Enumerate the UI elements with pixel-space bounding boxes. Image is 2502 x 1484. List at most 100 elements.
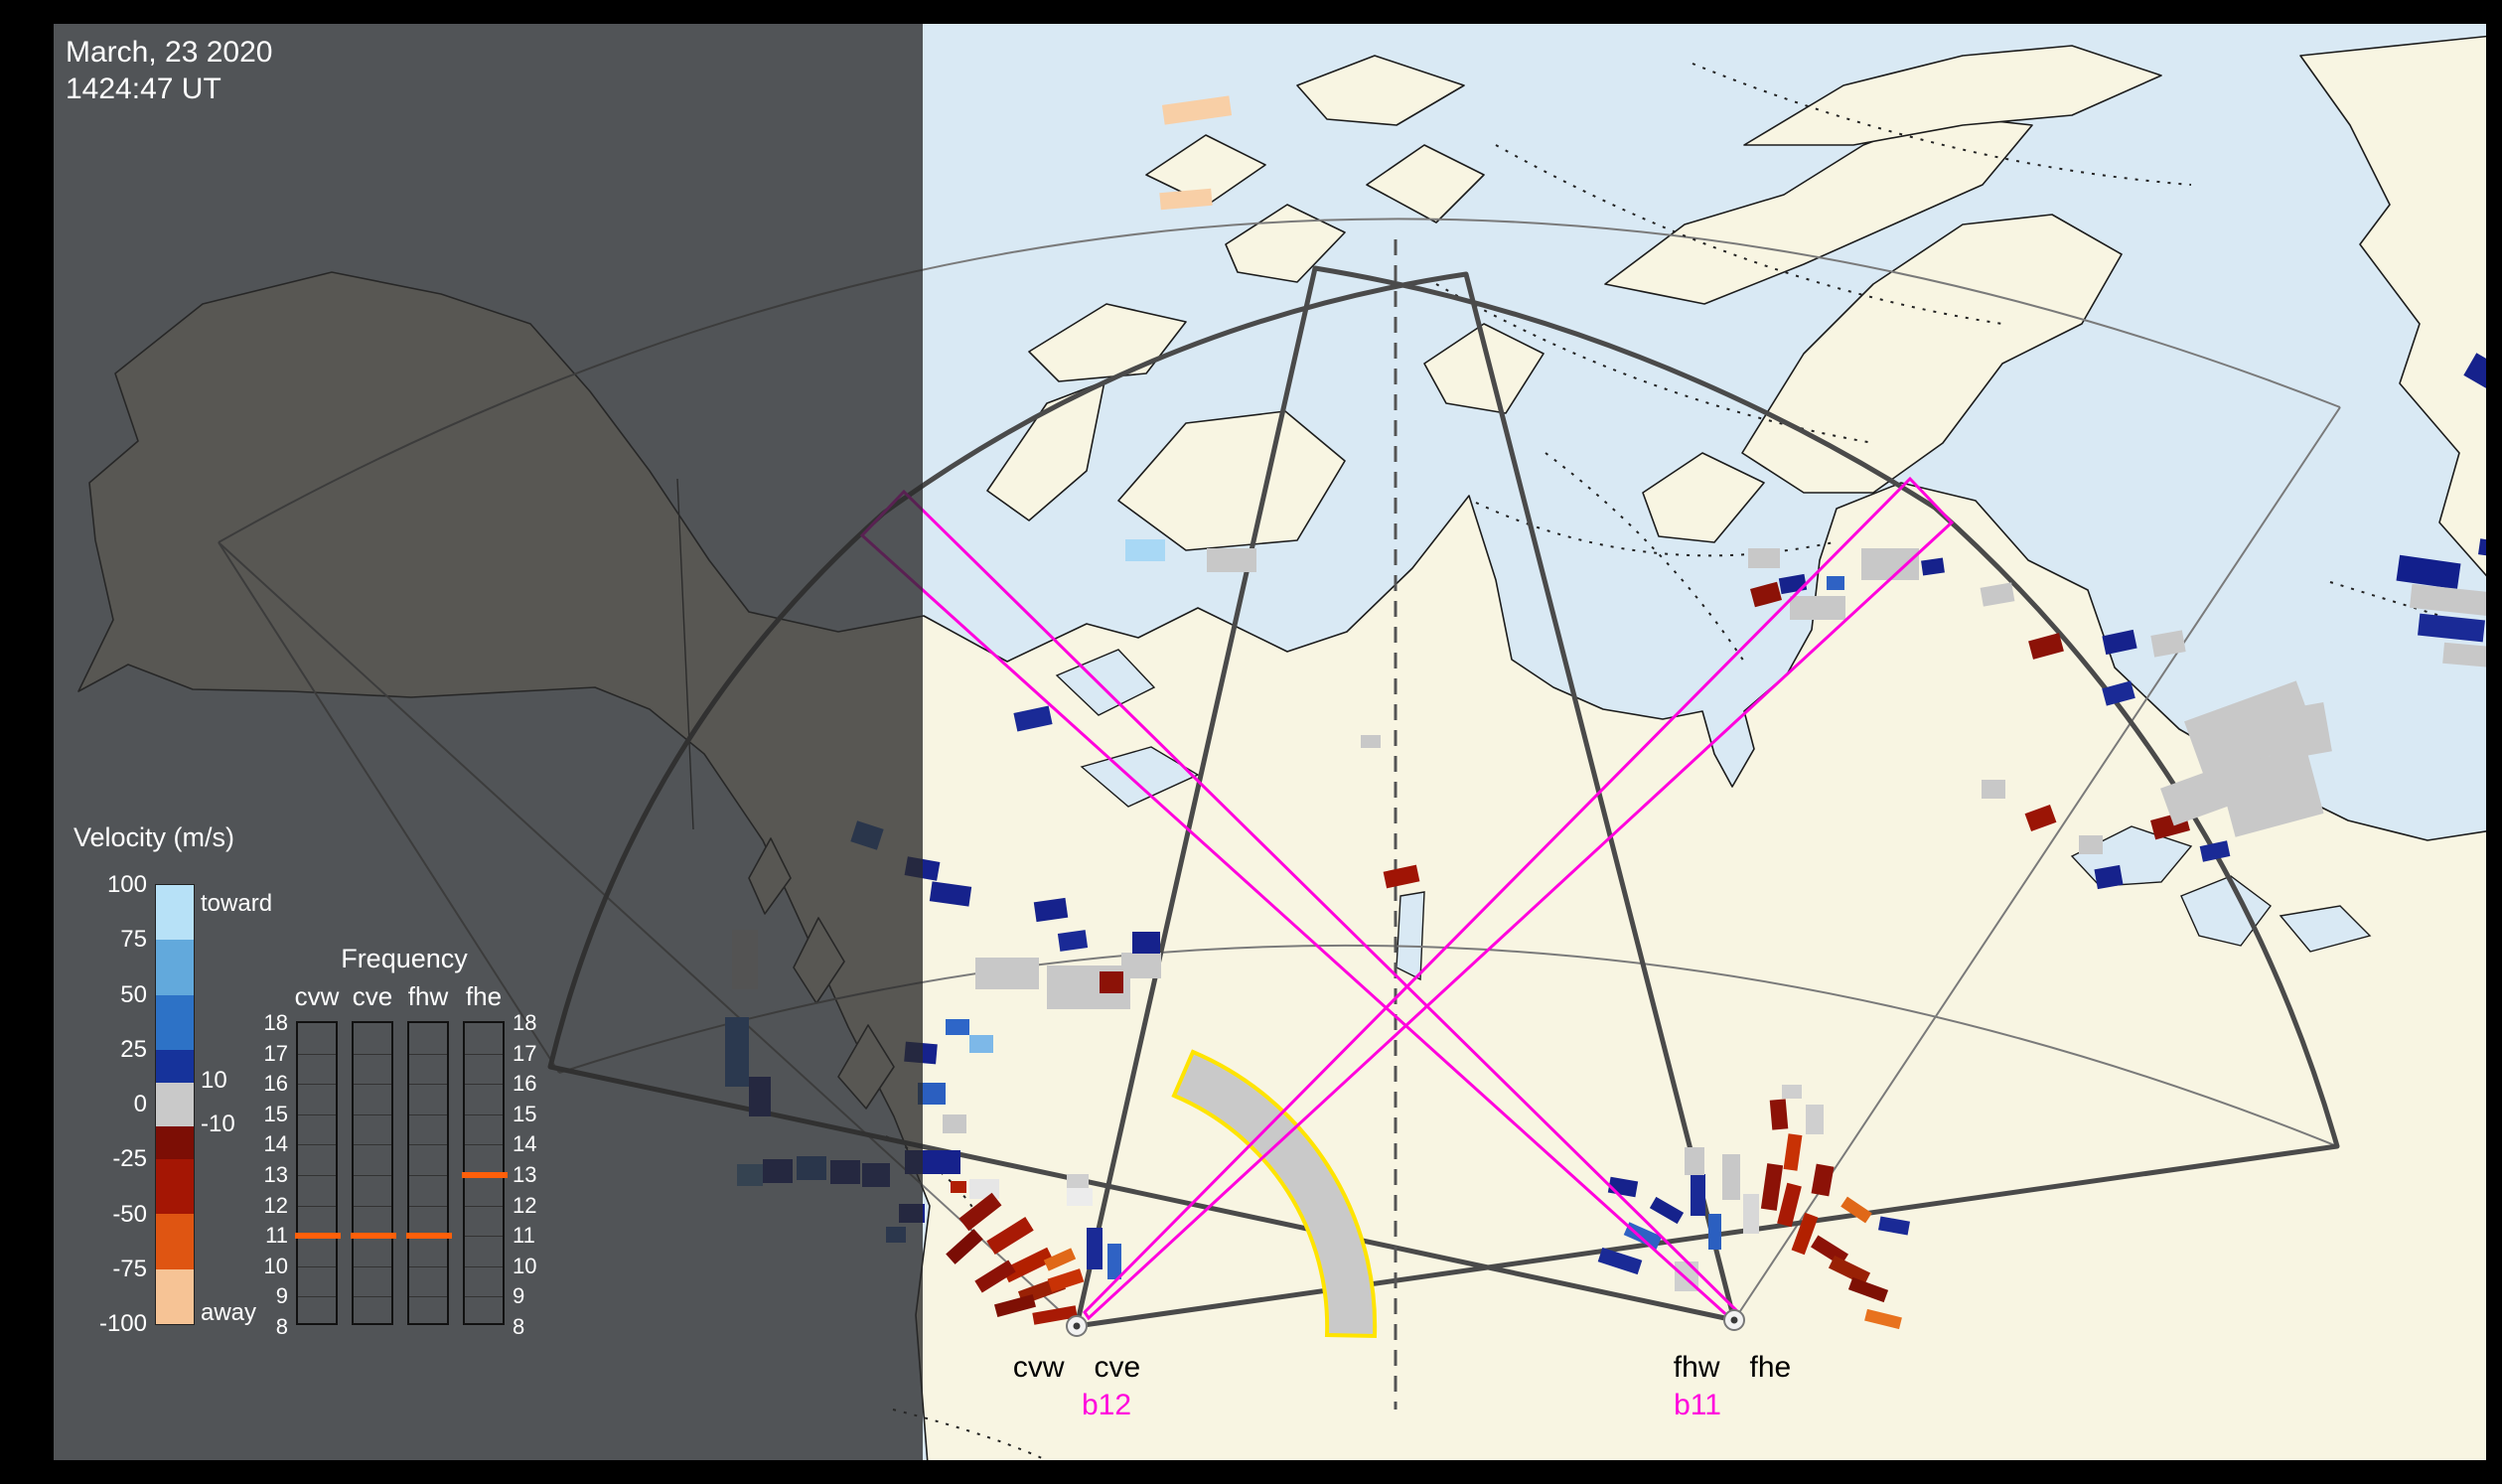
fov-cve bbox=[1074, 265, 2340, 1329]
scatter-cell bbox=[969, 1035, 993, 1053]
frequency-gridline bbox=[298, 1053, 336, 1055]
frequency-gridline bbox=[354, 1113, 391, 1115]
frequency-tick-label: 8 bbox=[275, 1314, 288, 1339]
scatter-cell bbox=[2160, 767, 2232, 826]
devon-island bbox=[1604, 114, 2033, 305]
frequency-gridline bbox=[465, 1205, 503, 1207]
scatter-cell bbox=[2217, 746, 2324, 837]
scatter-cell bbox=[1067, 1188, 1093, 1206]
great-slave-lake bbox=[1080, 746, 1200, 808]
date-label: March, 23 2020 bbox=[66, 36, 273, 69]
frequency-tick-label: 14 bbox=[513, 1131, 537, 1157]
frequency-gridline bbox=[298, 1084, 336, 1086]
arctic-island-4 bbox=[1296, 55, 1465, 126]
scatter-cell bbox=[1982, 780, 2005, 799]
scatter-cell bbox=[2418, 613, 2485, 643]
frequency-gridline bbox=[298, 1265, 336, 1267]
frequency-tick-label: 18 bbox=[513, 1010, 537, 1035]
frequency-tick-label: 9 bbox=[275, 1283, 288, 1309]
scatter-cell bbox=[1748, 548, 1780, 568]
frequency-tick-label: 9 bbox=[513, 1283, 525, 1309]
scatter-cell bbox=[969, 1179, 999, 1199]
frequency-gridline bbox=[465, 1265, 503, 1267]
frequency-gridline bbox=[298, 1296, 336, 1298]
frequency-column-fhe bbox=[462, 1021, 508, 1325]
scatter-cell bbox=[1782, 1085, 1802, 1099]
colorbar-segment bbox=[156, 1049, 194, 1083]
scatter-cell bbox=[1207, 548, 1256, 572]
frequency-tick-label: 16 bbox=[263, 1071, 288, 1097]
colorbar-segment bbox=[156, 1214, 194, 1269]
frequency-mark-cvw bbox=[295, 1233, 341, 1240]
scatter-cell bbox=[1878, 1216, 1910, 1236]
scatter-cell bbox=[1847, 1276, 1889, 1303]
scatter-cell bbox=[2102, 680, 2135, 706]
scatter-cell bbox=[2396, 554, 2461, 590]
scatter-cell bbox=[1828, 1255, 1871, 1286]
frequency-gridline bbox=[354, 1265, 391, 1267]
velocity-tick-label: -25 bbox=[112, 1145, 147, 1173]
scatter-cell bbox=[2199, 840, 2231, 862]
frequency-column-label: fhw bbox=[407, 981, 449, 1011]
frequency-tick-label: 17 bbox=[263, 1040, 288, 1066]
scatter-cell bbox=[1383, 864, 1420, 889]
frequency-gridline bbox=[354, 1053, 391, 1055]
scatter-cell bbox=[1125, 539, 1165, 561]
frequency-tick-label: 10 bbox=[263, 1253, 288, 1278]
frequency-gridline bbox=[465, 1113, 503, 1115]
scatter-cell bbox=[974, 1260, 1016, 1293]
scatter-cell bbox=[2094, 864, 2124, 890]
scatter-cell bbox=[1087, 1228, 1103, 1269]
scatter-cell bbox=[918, 1083, 946, 1105]
frequency-tick-label: 17 bbox=[513, 1040, 537, 1066]
frequency-panel-title: Frequency bbox=[341, 944, 468, 973]
scatter-cell bbox=[993, 1294, 1037, 1317]
radar-label-cvw: cvw bbox=[1012, 1351, 1065, 1384]
frequency-column-label: cve bbox=[352, 981, 393, 1011]
scatter-cell bbox=[1750, 581, 1782, 608]
frequency-gridline bbox=[409, 1175, 447, 1176]
frequency-tick-label: 14 bbox=[263, 1131, 288, 1157]
baffin-island bbox=[1741, 214, 2123, 494]
radar-label-cve: cve bbox=[1094, 1351, 1141, 1384]
scatter-cell bbox=[2184, 680, 2317, 780]
frequency-tick-label: 16 bbox=[513, 1071, 537, 1097]
scatter-cell bbox=[2024, 804, 2057, 832]
scatter-cell bbox=[1921, 557, 1945, 576]
colorbar-segment bbox=[156, 1082, 194, 1127]
beam-label-b11: b11 bbox=[1674, 1389, 1721, 1421]
scatter-cell bbox=[1649, 1196, 1685, 1225]
scatter-cell bbox=[2263, 701, 2332, 763]
scatter-cell bbox=[1100, 971, 1123, 993]
radar-label-fhe: fhe bbox=[1749, 1351, 1792, 1384]
frequency-gridline bbox=[465, 1144, 503, 1146]
frequency-gridline bbox=[298, 1205, 336, 1207]
colorbar-segment bbox=[156, 994, 194, 1050]
away-label: away bbox=[201, 1299, 257, 1326]
velocity-tick-label: 0 bbox=[133, 1091, 147, 1117]
scatter-cell bbox=[2442, 642, 2486, 668]
scatter-cell bbox=[1769, 1099, 1789, 1130]
frequency-gridline bbox=[409, 1113, 447, 1115]
greenland bbox=[2299, 35, 2486, 577]
frequency-gridline bbox=[298, 1144, 336, 1146]
scatter-cell bbox=[1121, 953, 1161, 978]
scatter-cell bbox=[1980, 582, 2015, 607]
arctic-island-2 bbox=[1366, 144, 1485, 223]
scatter-cell bbox=[1691, 1174, 1705, 1216]
beam-b12 bbox=[1083, 476, 1955, 1321]
somerset-island bbox=[1423, 323, 1545, 414]
scatter-cell bbox=[1159, 188, 1213, 211]
time-label: 1424:47 UT bbox=[66, 73, 221, 105]
scatter-cell bbox=[2102, 629, 2137, 656]
frequency-tick-label: 18 bbox=[263, 1010, 288, 1035]
scatter-cell bbox=[1033, 897, 1069, 923]
velocity-legend-title: Velocity (m/s) bbox=[74, 822, 235, 852]
scatter-cell bbox=[1840, 1196, 1872, 1224]
highlight-cell-band bbox=[1171, 1049, 1378, 1339]
scatter-cell bbox=[958, 1192, 1002, 1232]
frequency-gridline bbox=[409, 1084, 447, 1086]
